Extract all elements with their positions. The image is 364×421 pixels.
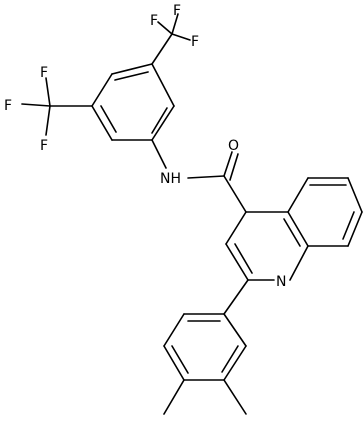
carbonyl-oxygen-label: O: [228, 138, 239, 154]
bond: [171, 13, 179, 35]
amide-nitrogen-label: NH: [160, 171, 181, 187]
bonds: [21, 13, 363, 415]
bond: [171, 345, 189, 374]
bond: [289, 245, 309, 281]
bond: [234, 243, 253, 274]
bond: [91, 105, 113, 141]
bond: [342, 211, 355, 240]
fluorine-label: F: [191, 34, 199, 50]
bond: [229, 153, 239, 181]
bond: [347, 211, 363, 247]
bond: [223, 313, 247, 347]
bond: [287, 211, 309, 247]
bond: [171, 33, 191, 41]
bond: [151, 63, 175, 107]
bond: [223, 345, 247, 381]
bond: [187, 175, 225, 179]
fluorine-label: F: [40, 138, 48, 154]
bond: [163, 379, 185, 415]
bond: [287, 177, 309, 213]
fluorine-label: F: [4, 98, 12, 114]
bond: [163, 345, 185, 381]
bond: [347, 177, 363, 213]
ring-nitrogen-label: N: [276, 274, 286, 290]
bond: [114, 71, 149, 81]
bond: [111, 63, 153, 75]
bond: [91, 73, 113, 107]
bond: [100, 105, 117, 133]
bond: [223, 151, 233, 177]
bond: [163, 313, 185, 347]
bond: [223, 279, 249, 315]
bond: [157, 21, 173, 35]
bond: [283, 218, 301, 247]
bond: [223, 379, 247, 415]
bond: [151, 33, 173, 65]
bond: [225, 211, 247, 245]
bond: [225, 243, 249, 281]
bond: [221, 345, 239, 373]
atom-labels: F F F F F F NH O N: [4, 3, 286, 290]
fluorine-label: F: [150, 13, 158, 29]
bond: [151, 107, 168, 134]
bond: [151, 139, 167, 169]
bond: [45, 105, 51, 136]
fluorine-label: F: [173, 3, 181, 19]
fluorine-label: F: [40, 65, 48, 81]
bond: [223, 175, 247, 213]
bond: [21, 103, 51, 107]
bond: [151, 105, 175, 141]
bond: [45, 77, 51, 107]
